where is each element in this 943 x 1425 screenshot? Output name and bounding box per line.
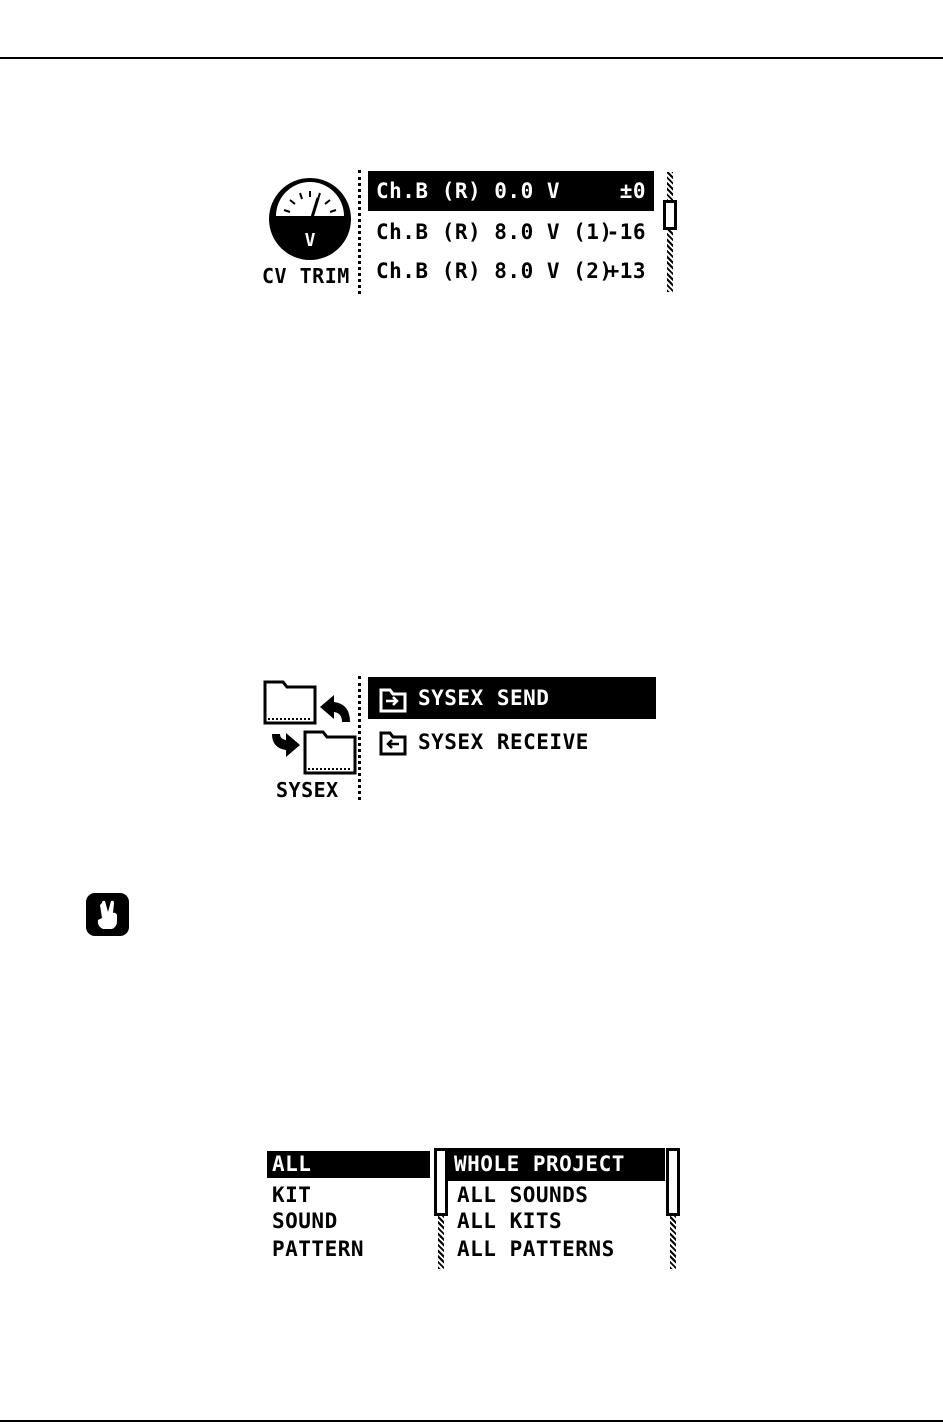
list-item[interactable]: ALL SOUNDS (450, 1182, 662, 1209)
list-item[interactable]: ALL KITS (450, 1208, 662, 1235)
sysex-send-item[interactable]: SYSEX SEND (368, 677, 656, 719)
scrollbar-thumb[interactable] (666, 1148, 680, 1216)
divider (358, 676, 361, 800)
cv-trim-row-label: Ch.B (R) 0.0 V (376, 178, 561, 203)
list-item-label: SOUND (272, 1209, 338, 1233)
list-item-label: ALL SOUNDS (457, 1183, 589, 1207)
cv-trim-screen: V CV TRIM Ch.B (R) 0.0 V ±0 Ch.B (R) 8.0… (258, 168, 683, 296)
list-item-label: KIT (272, 1183, 312, 1207)
scrollbar[interactable] (667, 172, 673, 292)
sysex-receive-label: SYSEX RECEIVE (418, 729, 589, 754)
list-item[interactable]: KIT (267, 1182, 430, 1209)
folder-transfer-icon (263, 680, 357, 775)
list-item-label: ALL PATTERNS (457, 1237, 615, 1261)
hand-gesture-icon (86, 893, 129, 936)
cv-trim-row[interactable]: Ch.B (R) 8.0 V (2) +13 (368, 252, 654, 290)
cv-trim-row[interactable]: Ch.B (R) 8.0 V (1) -16 (368, 213, 654, 251)
svg-text:V: V (305, 230, 316, 251)
cv-trim-row-value: +13 (606, 258, 646, 283)
list-item-label: ALL (272, 1152, 312, 1176)
sysex-send-label: SYSEX SEND (418, 685, 550, 710)
top-rule (0, 57, 943, 59)
send-menu-screen: ALL KIT SOUND PATTERN WHOLE PROJECT ALL … (262, 1145, 683, 1272)
cv-trim-row[interactable]: Ch.B (R) 0.0 V ±0 (368, 171, 654, 211)
list-item-label: WHOLE PROJECT (454, 1152, 625, 1176)
cv-trim-row-value: -16 (606, 219, 646, 244)
cv-trim-row-label: Ch.B (R) 8.0 V (2) (376, 258, 613, 283)
cv-trim-row-value: ±0 (619, 178, 646, 203)
scrollbar-thumb[interactable] (434, 1148, 448, 1216)
voltmeter-icon: V (269, 178, 351, 260)
sysex-label: SYSEX (276, 778, 339, 802)
cv-trim-row-label: Ch.B (R) 8.0 V (1) (376, 219, 613, 244)
bottom-rule (0, 1420, 943, 1422)
list-item[interactable]: SOUND (267, 1208, 430, 1235)
list-item[interactable]: PATTERN (267, 1236, 430, 1263)
list-item-label: ALL KITS (457, 1209, 563, 1233)
divider (358, 170, 361, 294)
cv-trim-label: CV TRIM (262, 264, 350, 288)
list-item[interactable]: ALL (267, 1151, 430, 1178)
list-item-label: PATTERN (272, 1237, 365, 1261)
list-item[interactable]: ALL PATTERNS (450, 1236, 662, 1263)
sysex-receive-item[interactable]: SYSEX RECEIVE (368, 722, 656, 762)
list-item[interactable]: WHOLE PROJECT (447, 1148, 665, 1181)
send-icon (379, 688, 407, 713)
sysex-screen: SYSEX SYSEX SEND SYSEX RECEIVE (258, 674, 683, 802)
receive-icon (379, 731, 407, 756)
scrollbar-thumb[interactable] (663, 200, 677, 230)
